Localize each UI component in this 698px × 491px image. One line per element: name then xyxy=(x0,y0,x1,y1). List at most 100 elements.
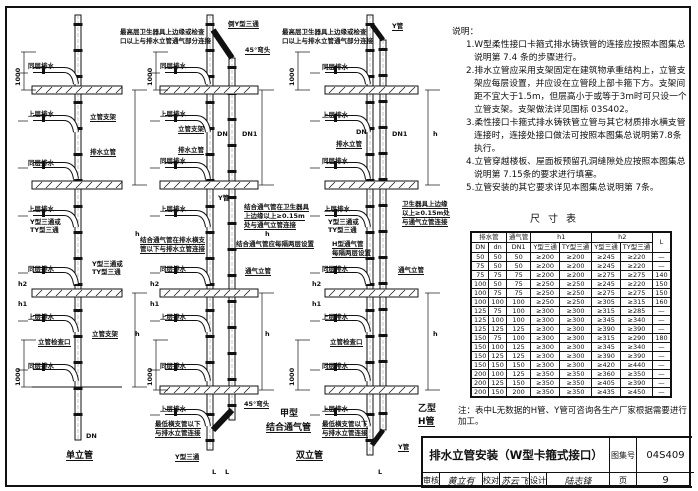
drawing-label: 上层排水 xyxy=(322,111,348,119)
slab-hatch xyxy=(378,289,386,297)
coupling xyxy=(174,66,177,74)
branch-pipe-inner xyxy=(165,365,210,382)
table-cell: — xyxy=(652,351,672,361)
drawing-label: H型通气管 xyxy=(332,240,364,249)
drawing-label: 上层排水 xyxy=(28,110,54,118)
y-pipe xyxy=(369,23,386,42)
slab-hatch xyxy=(85,86,93,94)
table-cell: 100 xyxy=(470,279,490,289)
slab-hatch xyxy=(398,181,406,189)
coupling xyxy=(205,361,215,364)
drawing-label: h2 xyxy=(150,280,160,288)
drawing-label: 1000 xyxy=(14,367,22,386)
table-cell: 50 xyxy=(488,261,507,271)
drawing-label: h xyxy=(265,330,270,338)
slab-hatch xyxy=(203,181,211,189)
table-cell: 75 xyxy=(488,270,507,280)
slab-hatch xyxy=(223,181,231,189)
table-cell: 125 xyxy=(470,306,490,316)
coupling xyxy=(205,283,215,286)
coupling xyxy=(365,49,375,52)
table-cell: 100 xyxy=(505,297,532,307)
coupling xyxy=(378,100,388,103)
drawing-label: 倒Y型三通 xyxy=(228,20,259,29)
table-cell: ≥390 xyxy=(591,351,621,361)
coupling xyxy=(227,144,237,147)
coupling xyxy=(73,23,83,26)
coupling xyxy=(227,300,237,303)
drawing-label: h xyxy=(433,130,438,138)
table-cell: 200 xyxy=(470,387,490,398)
table-cell: — xyxy=(652,342,672,352)
drawing-label: 最低横支管以下 xyxy=(322,420,368,429)
coupling xyxy=(378,74,388,77)
design-label: 设计 xyxy=(530,473,547,488)
check-label: 校对 xyxy=(483,473,500,488)
table-cell: ≥300 xyxy=(530,342,560,352)
coupling xyxy=(378,48,388,51)
coupling xyxy=(378,334,388,337)
branch-pipe-inner xyxy=(33,365,78,382)
table-cell: 125 xyxy=(505,324,532,334)
table-cell: 100 xyxy=(470,297,490,307)
coupling xyxy=(365,101,375,104)
coupling xyxy=(73,413,83,416)
notes-heading: 说明： xyxy=(452,27,479,37)
drawing-label: 同层排水 xyxy=(322,362,348,370)
coupling xyxy=(378,256,388,259)
table-cell: 75 xyxy=(505,279,532,289)
coupling xyxy=(42,209,45,217)
branch-pipe-inner xyxy=(33,116,78,133)
drawing-label: 最高层卫生器具上边缘或检查 xyxy=(282,28,367,36)
coupling xyxy=(378,360,388,363)
design-signature: 陆志锋 xyxy=(547,473,610,488)
table-cell: 180 xyxy=(652,333,672,343)
coupling xyxy=(227,196,237,199)
drawing-label: 结合通气管 xyxy=(266,423,312,433)
coupling xyxy=(73,49,83,52)
table-cell: ≥315 xyxy=(619,297,654,307)
slab-hatch xyxy=(35,86,43,94)
drawing-label: 上层排水 xyxy=(322,405,348,413)
floor-slab xyxy=(31,85,123,95)
slab-hatch xyxy=(55,181,63,189)
drawing-label: Y管 xyxy=(218,194,230,202)
table-cell: ≥360 xyxy=(591,369,621,379)
table-cell: — xyxy=(652,261,672,271)
table-cell: ≥200 xyxy=(530,252,560,262)
coupling xyxy=(205,153,215,156)
coupling xyxy=(378,126,388,129)
subheader-cell: DN xyxy=(470,242,490,253)
floor-slab xyxy=(31,180,123,190)
check-signature: 苏云飞 xyxy=(500,473,530,488)
review-label: 审核 xyxy=(423,473,440,488)
coupling xyxy=(205,75,215,78)
slab-hatch xyxy=(65,86,73,94)
drawing-label: 最低横支管以下 xyxy=(155,420,201,429)
table-cell: 200 xyxy=(505,387,532,398)
drawing-label: 1000 xyxy=(146,67,154,86)
table-cell: 75 xyxy=(505,270,532,280)
slab-hatch xyxy=(223,386,231,394)
header-h1: h1 xyxy=(530,231,593,243)
floor-slab xyxy=(324,85,419,95)
drawing-title: 排水立管安装（W型卡箍式接口） xyxy=(423,438,610,473)
slab-hatch xyxy=(173,289,181,297)
drawing-label: 结合通气管在排水横支 xyxy=(140,236,205,245)
slab-hatch xyxy=(173,386,181,394)
table-cell: ≥250 xyxy=(530,288,560,298)
coupling xyxy=(365,413,375,416)
table-cell: 125 xyxy=(505,369,532,379)
coupling xyxy=(73,387,83,390)
table-cell: — xyxy=(652,306,672,316)
drawing-label: 上边缘以上≥0.15m xyxy=(244,212,305,221)
coupling xyxy=(42,66,45,74)
slab-hatch xyxy=(388,289,396,297)
slab-hatch xyxy=(328,86,336,94)
slab-hatch xyxy=(65,289,73,297)
table-cell: ≥290 xyxy=(619,333,654,343)
drawing-label: 排水立管 xyxy=(336,140,362,149)
drawing-label: h xyxy=(135,330,140,338)
